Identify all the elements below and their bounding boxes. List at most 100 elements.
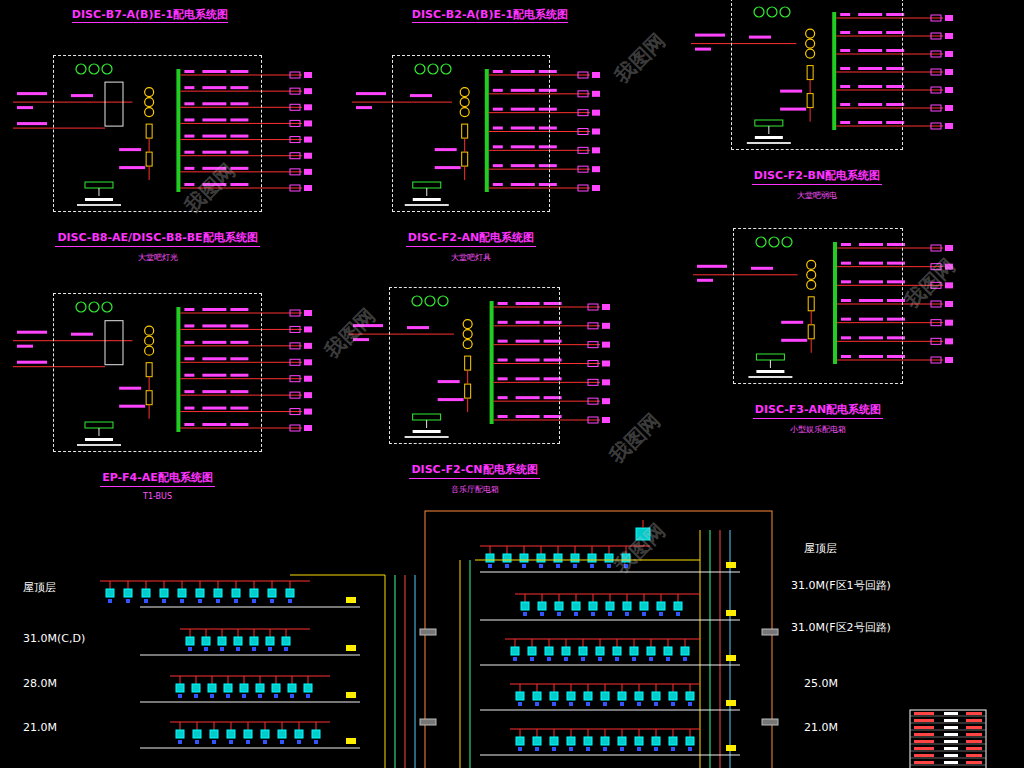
equipment-symbol [176,730,184,738]
equipment-symbol [252,647,256,651]
equipment-symbol [635,692,643,700]
branch-circuit [494,307,600,308]
wire [520,684,521,692]
breaker-spec [184,374,194,377]
wire [639,684,640,692]
load-spec [544,302,562,305]
breaker-spec [184,407,194,410]
branch-circuit [180,345,302,346]
load-tag [304,392,312,398]
wire [690,729,691,737]
equipment-symbol [607,564,611,568]
load-tag [588,379,598,385]
branch-circuit [489,93,590,94]
wire [656,729,657,737]
equipment-symbol [523,612,527,616]
title-block-cell [966,740,982,743]
load-tag [304,137,312,143]
equipment-symbol [537,554,545,562]
breaker-spec [71,333,93,336]
equipment-symbol [688,702,692,706]
title-block-cell [944,719,958,722]
busbar [832,12,836,130]
meter-symbol [769,237,779,247]
equipment-symbol [288,684,296,692]
incoming-line [691,43,796,44]
equipment-symbol [234,599,238,603]
meter-symbol [782,237,792,247]
panel-code [413,198,441,201]
equipment-symbol [252,599,256,603]
wire [292,676,293,684]
breaker-spec [184,167,194,170]
cable-joint [762,629,778,635]
load-spec [230,308,248,311]
wire [617,639,618,647]
cable-spec [858,121,882,124]
equipment-symbol [657,602,665,610]
branch-circuit [180,171,302,172]
panel-title: DISC-F2-CN配电系统图 [409,462,539,479]
equipment-symbol [572,602,580,610]
equipment-symbol [573,564,577,568]
load-tag [602,323,610,329]
equipment-symbol [596,647,604,655]
wire [768,126,769,134]
cable-joint [762,719,778,725]
cable-spec [516,302,540,305]
breaker-spec [498,359,508,362]
busbar [485,69,489,192]
cable-spec [202,374,226,377]
load-tag [931,245,941,251]
equipment-symbol [250,637,258,645]
load-spec [230,374,248,377]
load-spec [544,340,562,343]
incoming-line [693,274,798,275]
equipment-symbol [520,554,528,562]
breaker-spec [498,302,508,305]
wire [554,684,555,692]
floor-bus [505,639,700,640]
equipment-symbol [242,694,246,698]
wire [200,581,201,589]
cable-spec [697,265,727,268]
watermark: 我图网 [179,158,241,220]
panel-outline [53,293,262,452]
junction-box [346,692,356,698]
wire [910,751,986,752]
equipment-symbol [555,602,563,610]
panel-caption: DISC-F3-AN配电系统图小型娱乐配电箱 [663,398,973,435]
ct-symbol [145,336,154,345]
cable-spec [859,262,883,265]
load-tag [931,15,941,21]
equipment-symbol [533,692,541,700]
equipment-symbol [550,737,558,745]
equipment-symbol [642,612,646,616]
load-spec [230,102,248,105]
load-tag [290,185,300,191]
junction-box [726,562,736,568]
ct-symbol [460,88,469,97]
breaker-spec [493,183,503,186]
cable-spec [516,377,540,380]
breaker-spec [498,321,508,324]
load-spec [230,324,248,327]
breaker-spec [493,70,503,73]
equipment-symbol [210,730,218,738]
equipment-symbol [533,737,541,745]
busbar [833,242,837,364]
wire [218,581,219,589]
load-tag [602,379,610,385]
earth-bar [413,414,441,420]
ct-symbol [463,340,472,349]
wire [180,676,181,684]
equipment-symbol [586,702,590,706]
breaker-spec [493,164,503,167]
distribution-panel: DISC-F2-AN配电系统图大堂吧灯具 [392,55,550,212]
wire [566,639,567,647]
equipment-symbol [195,740,199,744]
equipment-symbol [686,692,694,700]
wire [212,676,213,684]
load-tag [602,342,610,348]
load-tag [304,88,312,94]
